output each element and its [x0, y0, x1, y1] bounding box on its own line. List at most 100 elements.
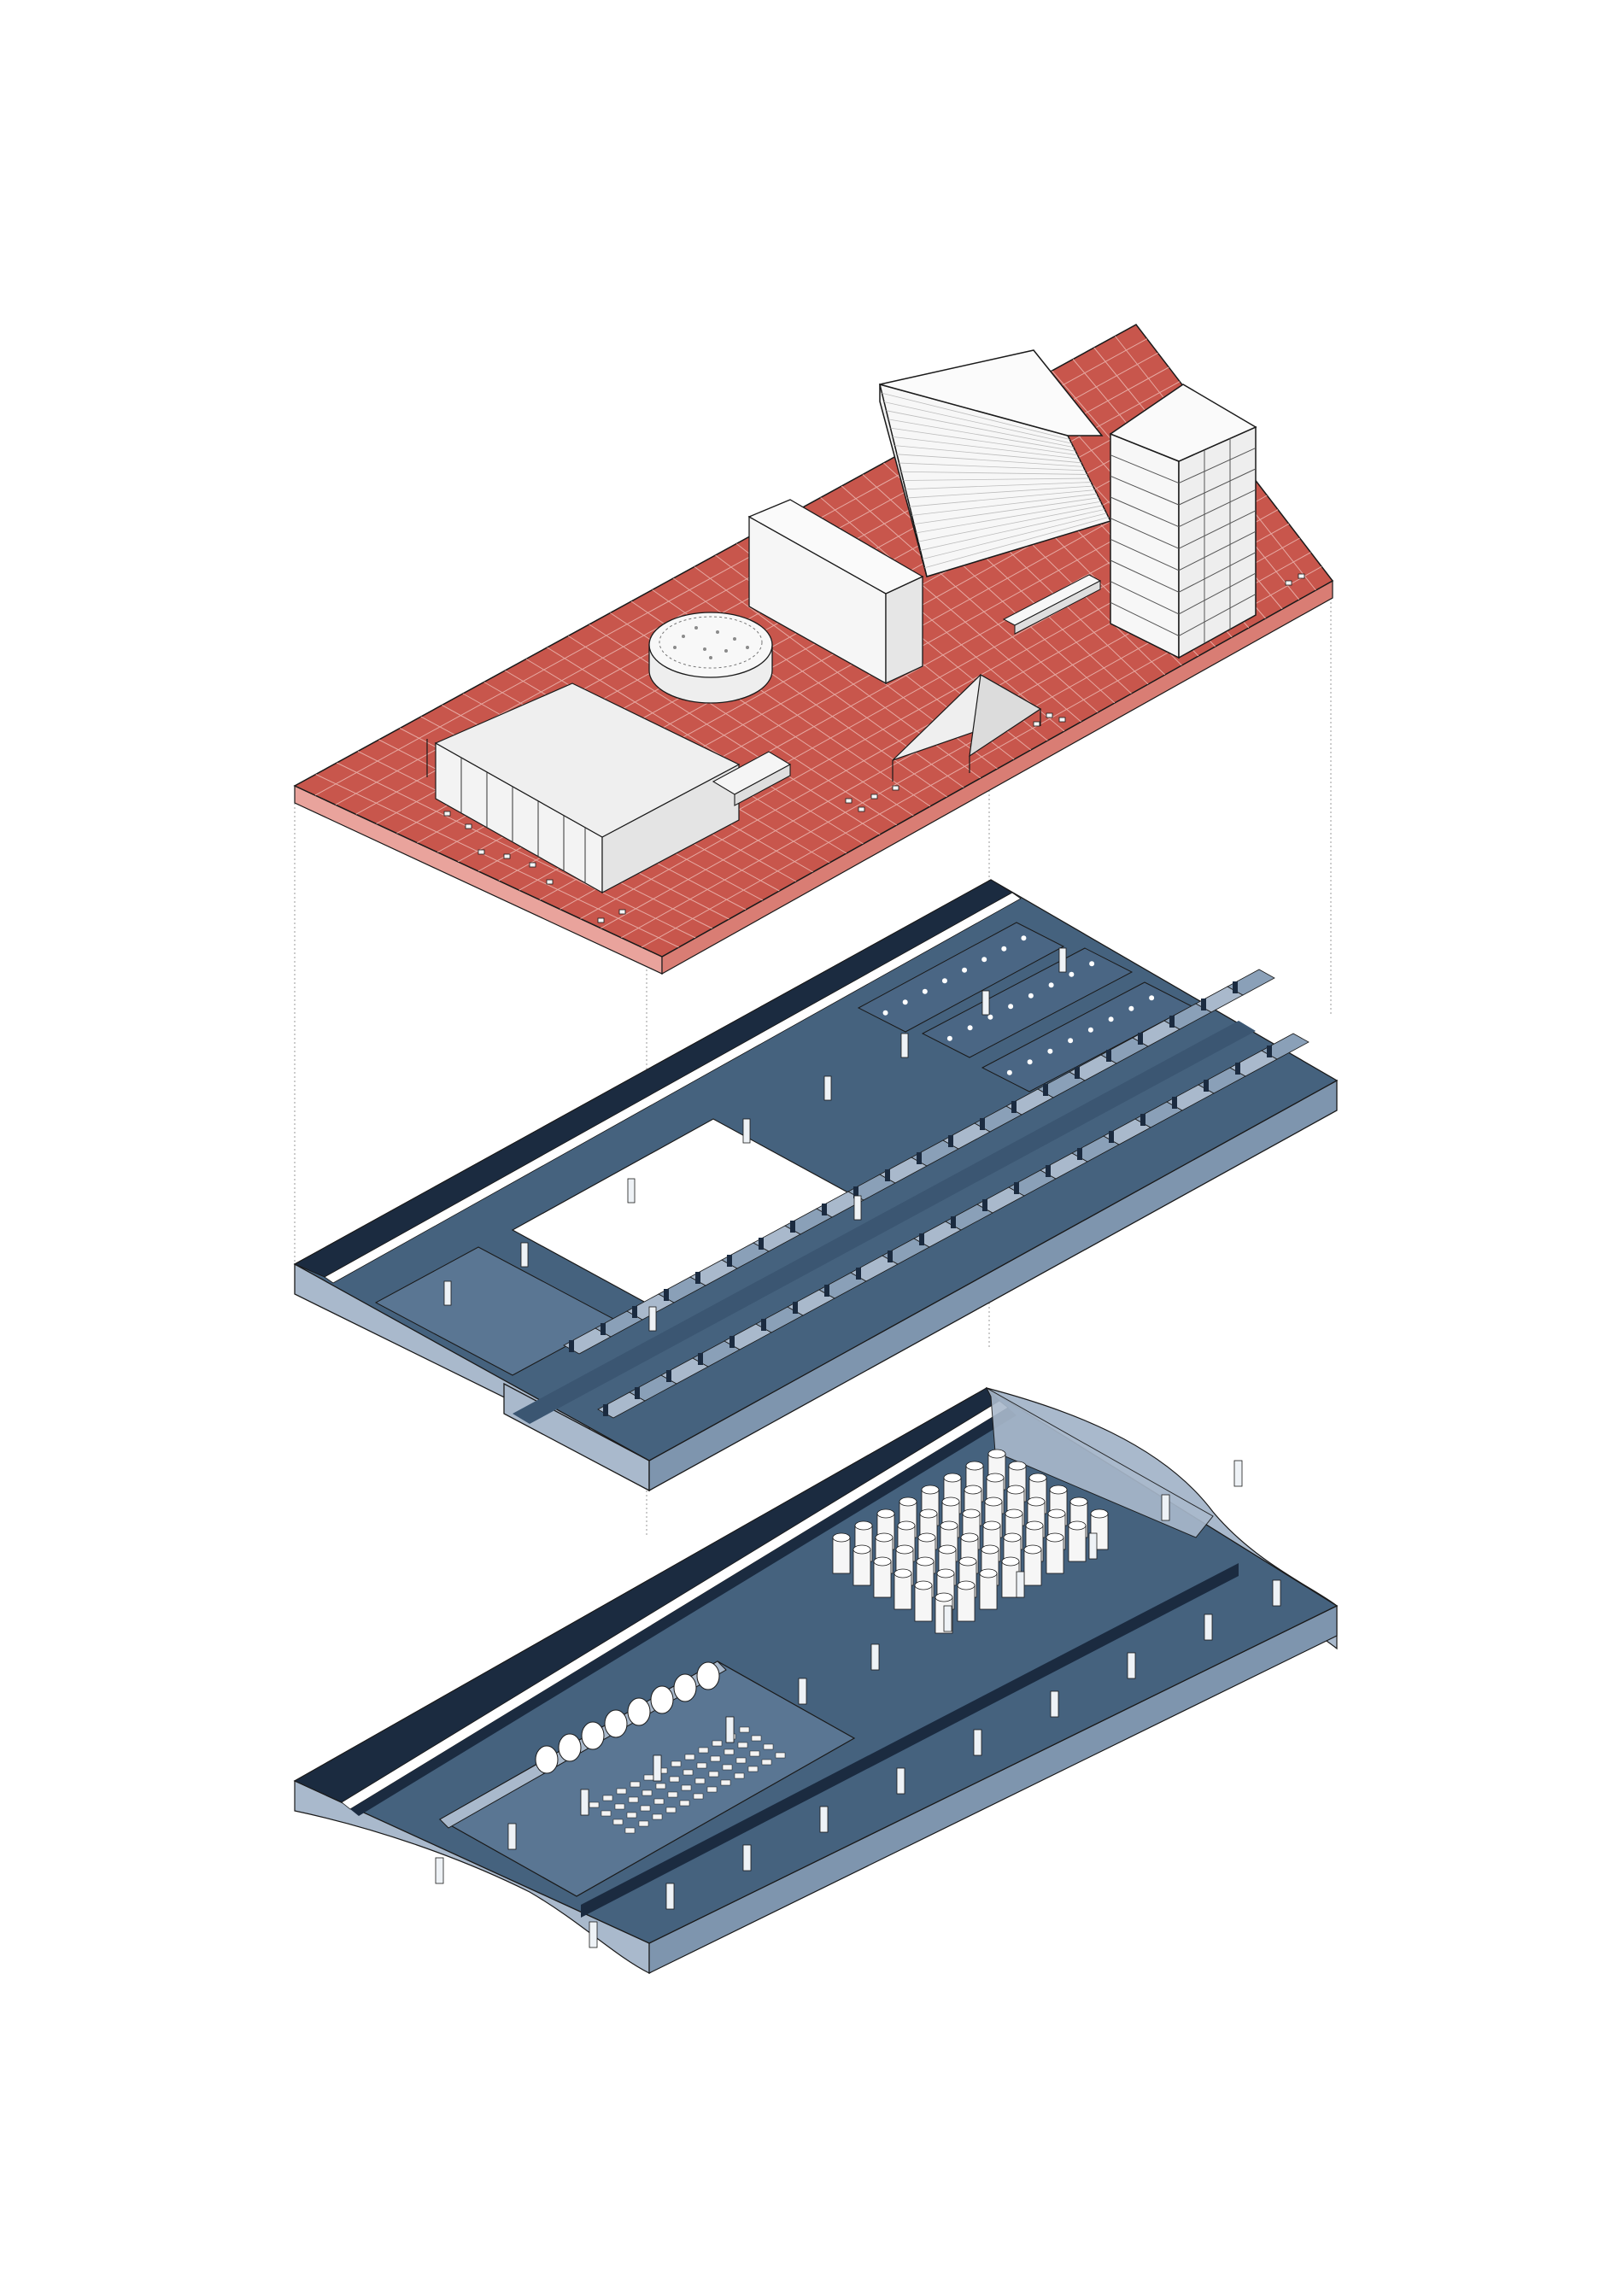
pyramid-canopy: [892, 674, 1042, 782]
level2-column: [520, 1242, 529, 1268]
level3-columns: [435, 1460, 1281, 1948]
seat: [693, 1793, 704, 1800]
cell-divider: [727, 1255, 732, 1267]
plaza-chair: [465, 823, 472, 829]
facade-line: [886, 410, 1074, 448]
storage-tank-top: [875, 1532, 894, 1543]
seat: [616, 1788, 627, 1795]
facade-pattern: [882, 392, 1109, 569]
seat: [653, 1798, 665, 1805]
seat: [761, 1759, 772, 1766]
level3-column: [1016, 1571, 1025, 1598]
level3-column: [973, 1729, 982, 1756]
level3-column: [1050, 1690, 1059, 1718]
plaza-chair: [597, 917, 605, 923]
level3-column: [1161, 1494, 1170, 1521]
hall-tank: [650, 1685, 674, 1714]
seat: [739, 1726, 750, 1733]
seat: [694, 1778, 706, 1784]
level3-column: [1127, 1652, 1136, 1679]
seat: [720, 1779, 731, 1786]
seat: [628, 1796, 639, 1803]
storage-tank-body: [1068, 1525, 1087, 1562]
cell-divider: [635, 1387, 640, 1399]
planter-hole: [1028, 993, 1034, 999]
plaza-chair: [1058, 717, 1066, 723]
pavilion-roof: [434, 682, 741, 838]
cell-divider: [1140, 1114, 1145, 1126]
cell-divider: [822, 1204, 827, 1215]
storage-tank-body: [873, 1561, 892, 1598]
seat: [751, 1735, 762, 1742]
cell-divider: [980, 1118, 985, 1130]
seat: [640, 1805, 651, 1812]
facade-line: [924, 517, 1109, 569]
level3-column: [943, 1605, 952, 1632]
storage-tank-body: [957, 1584, 976, 1622]
cell-divider: [1235, 1063, 1240, 1075]
storage-tank-body: [832, 1537, 851, 1574]
cell-divider: [761, 1319, 766, 1331]
storage-tank-top: [935, 1592, 953, 1602]
level3-column: [1088, 1532, 1098, 1560]
cell-divider: [601, 1323, 606, 1335]
hall-tank: [604, 1709, 628, 1738]
tower-floor-line: [1178, 594, 1257, 636]
storage-tank-top: [876, 1508, 895, 1519]
storage-tank-top: [979, 1568, 998, 1578]
storage-tank-top: [897, 1520, 916, 1531]
seat: [612, 1819, 624, 1825]
level3-column: [435, 1857, 444, 1884]
courtyard-top: [648, 612, 773, 678]
hall-tank: [558, 1733, 582, 1762]
cell-divider: [888, 1250, 893, 1262]
storage-tank-top: [895, 1544, 914, 1555]
seat: [655, 1783, 666, 1789]
seat: [696, 1762, 707, 1769]
facade-line: [900, 471, 1087, 475]
tower-floor-line: [1110, 581, 1180, 615]
seat: [712, 1740, 723, 1747]
seat: [724, 1748, 735, 1755]
level2-column: [981, 990, 990, 1016]
storage-tank-top: [936, 1568, 955, 1578]
storage-tank-top: [965, 1461, 984, 1471]
level2-column: [648, 1306, 657, 1332]
plaza-chair: [845, 798, 853, 804]
seat: [763, 1743, 774, 1750]
cell-divider: [1233, 981, 1238, 993]
tower-floor-line: [1178, 510, 1257, 549]
storage-tank-body: [914, 1584, 933, 1622]
storage-tank-top: [964, 1485, 982, 1495]
facade-line: [920, 508, 1105, 551]
storage-tank-top: [986, 1473, 1005, 1483]
planter-hole: [1108, 1016, 1114, 1022]
storage-tank-top: [853, 1544, 871, 1555]
facade-line: [916, 501, 1101, 534]
level2-column: [443, 1280, 452, 1306]
planter-hole: [1087, 1027, 1093, 1033]
seat: [722, 1764, 733, 1771]
planter-hole: [1069, 971, 1075, 977]
cell-divider: [1138, 1033, 1143, 1045]
planter-hole: [1047, 1048, 1053, 1054]
storage-tank-top: [1047, 1508, 1066, 1519]
storage-tank-top: [1068, 1520, 1087, 1531]
seat: [734, 1772, 745, 1779]
hall-tank: [627, 1697, 651, 1726]
tower-floor-lines: [1110, 438, 1257, 643]
seat: [775, 1752, 786, 1759]
cell-divider: [793, 1302, 798, 1314]
slanted-block-side: [885, 575, 923, 685]
seat: [589, 1801, 600, 1808]
level3-column: [1272, 1579, 1281, 1607]
seat: [669, 1776, 680, 1783]
planter-hole: [941, 978, 947, 984]
facade-line: [890, 427, 1078, 456]
storage-tank-top: [1025, 1520, 1044, 1531]
level2-column: [627, 1178, 636, 1204]
facade-line: [913, 497, 1099, 525]
cell-divider: [695, 1272, 700, 1284]
level3-column: [819, 1806, 829, 1833]
